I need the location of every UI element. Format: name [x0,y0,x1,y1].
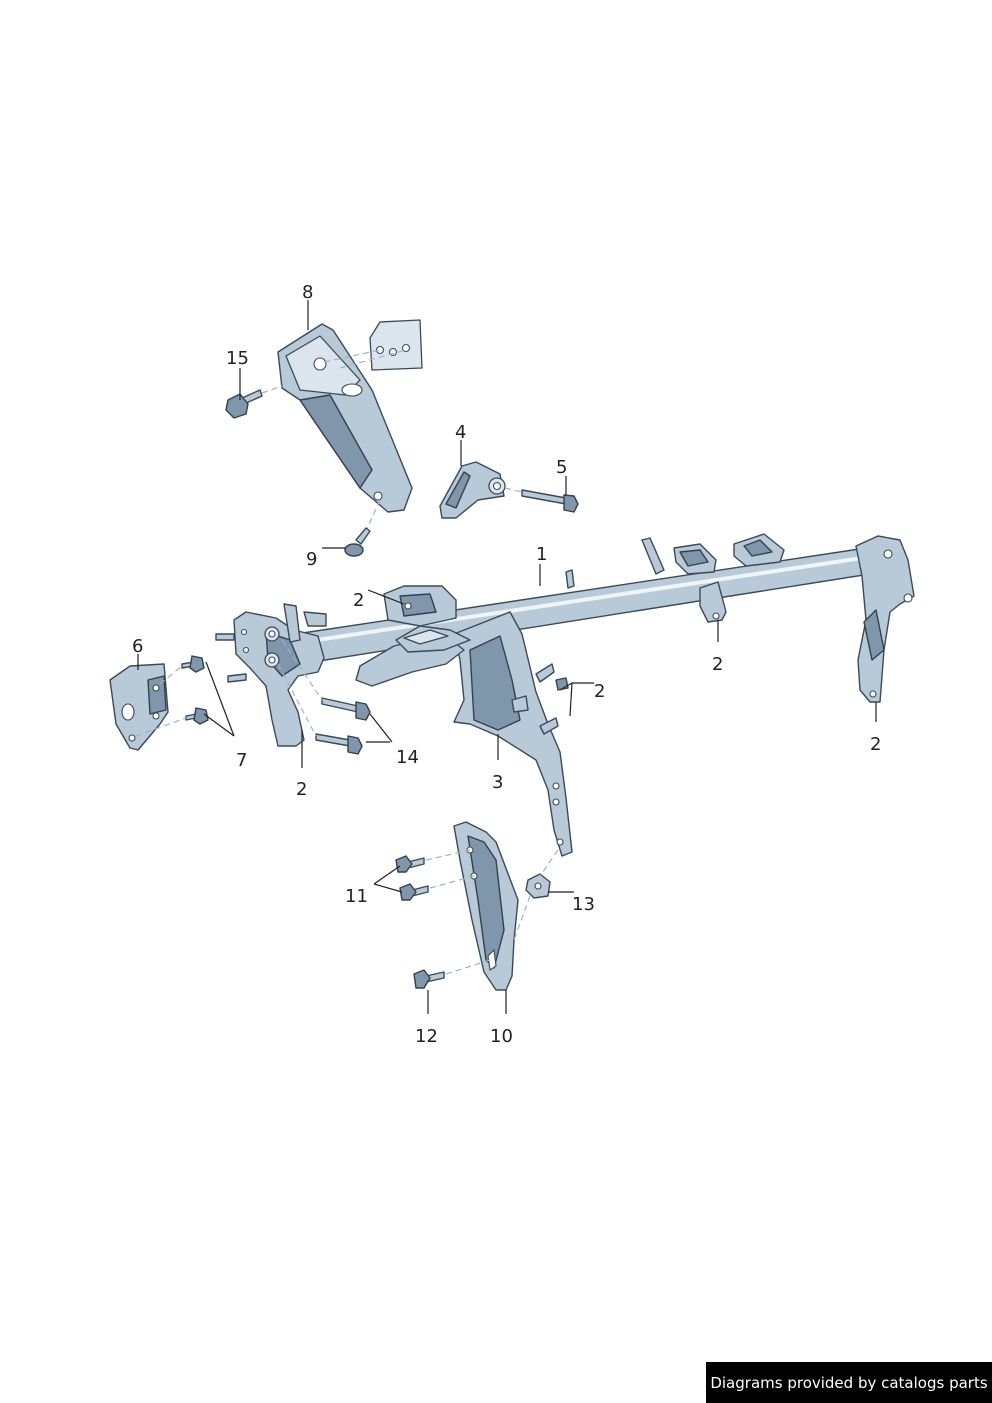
callout-9: 9 [306,549,317,570]
part-11-bolts [395,849,475,901]
callout-15: 15 [226,348,249,369]
callout-3: 3 [492,772,503,793]
leader-lines [137,300,877,1014]
part-10-lower-bracket [453,821,519,991]
part-13-clip [513,849,559,941]
callout-2-right-end: 2 [870,734,881,755]
callout-2-right-clip: 2 [712,654,723,675]
callout-labels: 1 2 2 2 2 2 3 4 5 6 7 8 9 10 11 12 13 14… [132,282,881,1047]
part-15-bolt [225,385,283,419]
callout-12: 12 [415,1026,438,1047]
callout-5: 5 [556,457,567,478]
part-3-center-support [355,611,573,857]
callout-13: 13 [572,894,595,915]
callout-2-top: 2 [353,590,364,611]
callout-2-left: 2 [296,779,307,800]
callout-2-center-tabs: 2 [594,681,605,702]
callout-7: 7 [236,750,247,771]
part-8-bracket [277,319,423,541]
callout-1: 1 [536,544,547,565]
callout-8: 8 [302,282,313,303]
callout-11: 11 [345,886,368,907]
part-6-plate [109,663,169,751]
callout-6: 6 [132,636,143,657]
callout-10: 10 [490,1026,513,1047]
credit-banner: Diagrams provided by catalogs parts [706,1362,992,1403]
callout-14: 14 [396,747,419,768]
part-4-mount [439,461,523,519]
credit-text: Diagrams provided by catalogs parts [710,1373,988,1392]
part-5-bolt [521,489,579,513]
part-14-bolts [277,639,371,755]
callout-4: 4 [455,422,466,443]
part-2-left-bracket [215,603,327,747]
part-9-screw [344,527,371,557]
part-7-screws [135,655,209,737]
part-12-bolt [413,959,491,989]
